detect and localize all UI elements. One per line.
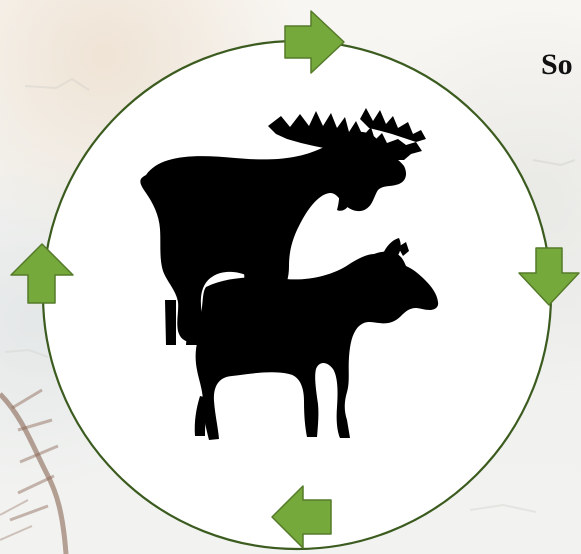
decorative-branches xyxy=(0,390,66,554)
